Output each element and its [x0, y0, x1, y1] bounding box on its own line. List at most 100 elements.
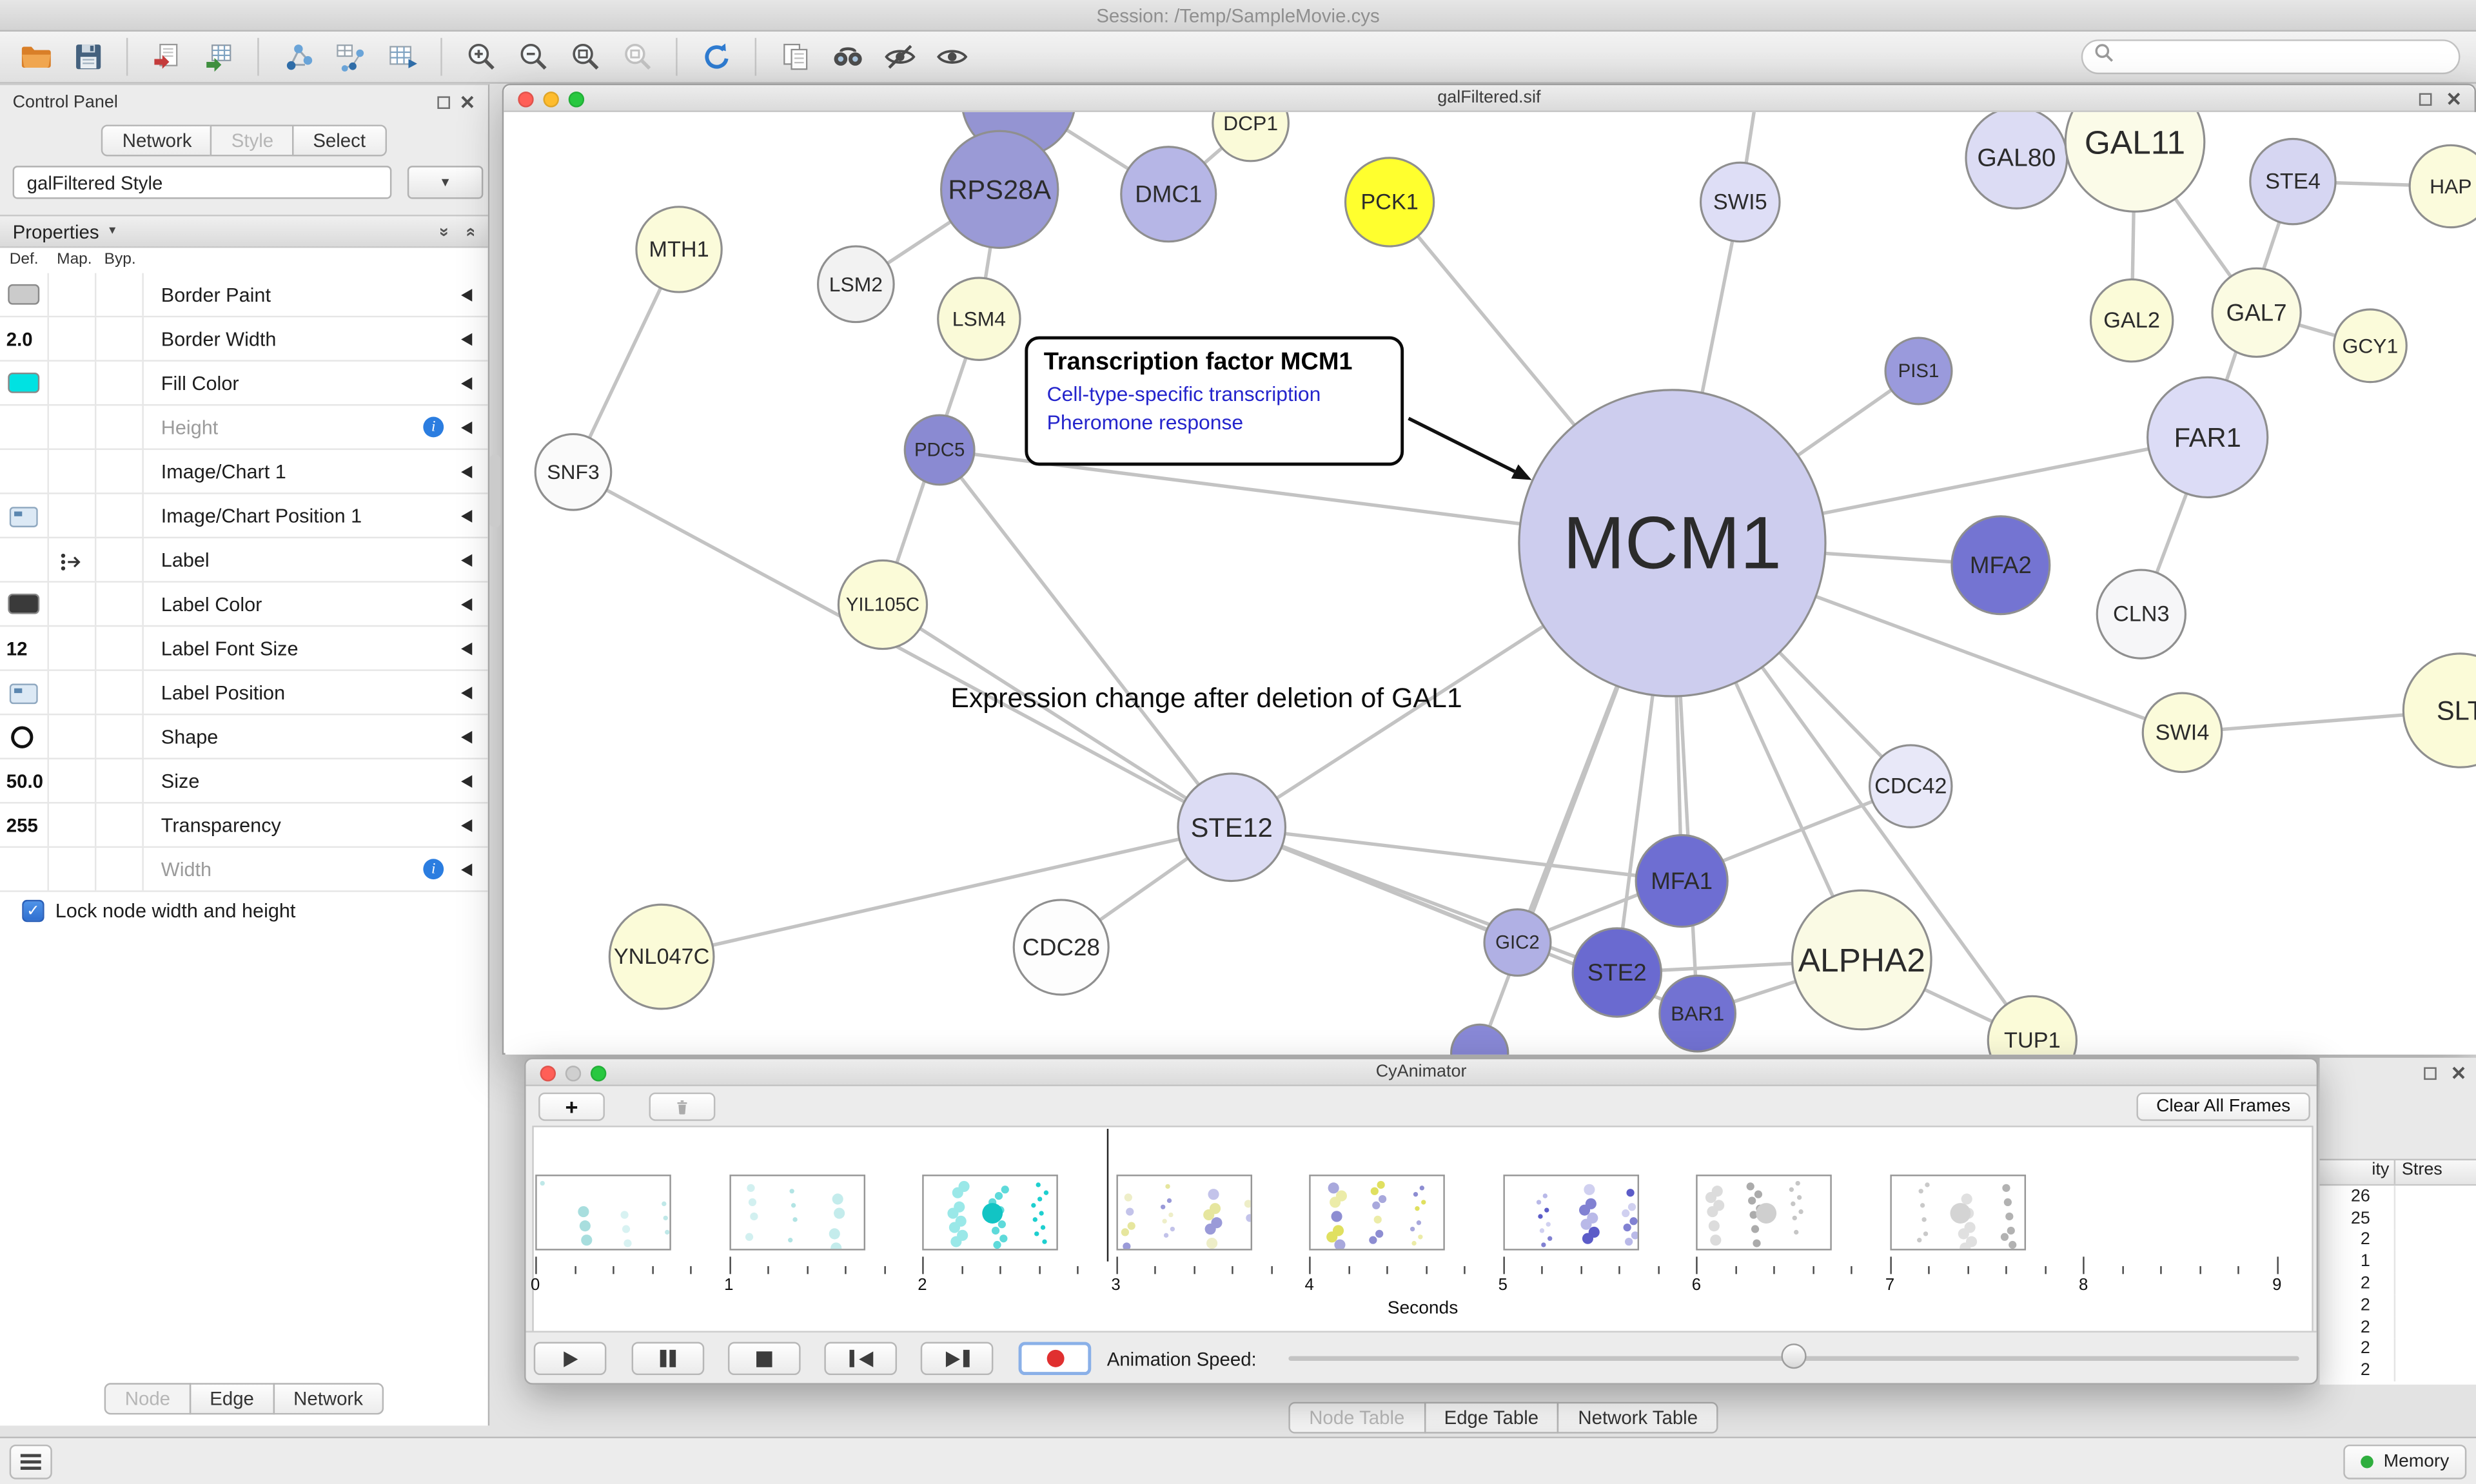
- default-value[interactable]: 255: [6, 814, 38, 837]
- node-MFA2[interactable]: [1950, 515, 2051, 616]
- edge[interactable]: [1231, 825, 1682, 883]
- node-LSM4[interactable]: [937, 277, 1021, 361]
- close-window-icon[interactable]: [540, 1064, 556, 1081]
- properties-header[interactable]: Properties ▼ » «: [0, 215, 488, 248]
- tab-network[interactable]: Network: [101, 124, 213, 157]
- style-tab-edge[interactable]: Edge: [189, 1383, 275, 1415]
- property-row-image-chart-position-1[interactable]: Image/Chart Position 1: [0, 494, 488, 539]
- panel-divider-handle[interactable]: [489, 454, 501, 527]
- node-MFA1[interactable]: [1635, 834, 1729, 928]
- panel-menu-button[interactable]: [9, 1444, 52, 1479]
- frame-thumbnail-5[interactable]: [1502, 1175, 1639, 1251]
- discrete-mapping-icon[interactable]: [59, 551, 84, 581]
- node-PDC5[interactable]: [903, 414, 976, 486]
- node-STE12[interactable]: [1177, 772, 1287, 883]
- open-session-icon[interactable]: [15, 37, 55, 77]
- new-network-icon[interactable]: [278, 37, 317, 77]
- tab-select[interactable]: Select: [292, 124, 386, 157]
- edge[interactable]: [881, 603, 1233, 829]
- expand-row-icon[interactable]: [461, 376, 473, 389]
- column-header-stress[interactable]: Stres: [2401, 1160, 2442, 1180]
- close-view-icon[interactable]: ✕: [2446, 87, 2462, 110]
- position-widget-icon[interactable]: [9, 507, 38, 535]
- expand-row-icon[interactable]: [461, 818, 473, 832]
- node-TUP1[interactable]: [1987, 995, 2078, 1055]
- frame-thumbnail-0[interactable]: [535, 1175, 671, 1251]
- style-tab-node[interactable]: Node: [104, 1383, 191, 1415]
- float-window-icon[interactable]: [2419, 92, 2432, 105]
- node-CDC42[interactable]: [1869, 744, 1953, 828]
- expand-row-icon[interactable]: [461, 774, 473, 787]
- animation-speed-slider-thumb[interactable]: [1781, 1343, 1807, 1369]
- results-row[interactable]: 2: [2320, 1294, 2476, 1316]
- node-CLN3[interactable]: [2096, 569, 2186, 659]
- info-icon[interactable]: i: [423, 859, 444, 880]
- node-DCP1[interactable]: [1212, 112, 1290, 162]
- property-row-border-paint[interactable]: Border Paint: [0, 273, 488, 318]
- frame-thumbnail-3[interactable]: [1115, 1175, 1252, 1251]
- node-STE4[interactable]: [2249, 137, 2337, 226]
- results-row[interactable]: 2: [2320, 1316, 2476, 1338]
- zoom-window-icon[interactable]: [568, 90, 585, 107]
- results-row[interactable]: 2: [2320, 1273, 2476, 1295]
- annotation-link-2[interactable]: Pheromone response: [1046, 410, 1244, 434]
- expand-row-icon[interactable]: [461, 332, 473, 346]
- lock-size-checkbox[interactable]: ✓: [22, 899, 44, 923]
- frame-thumbnail-4[interactable]: [1309, 1175, 1446, 1251]
- stop-button[interactable]: [727, 1342, 801, 1376]
- edge[interactable]: [572, 470, 1233, 829]
- node-CDC28[interactable]: [1012, 899, 1110, 996]
- network-window-titlebar[interactable]: galFiltered.sif ✕: [504, 85, 2475, 112]
- frame-thumbnail-1[interactable]: [729, 1175, 865, 1251]
- default-swatch[interactable]: [8, 284, 40, 305]
- node-partial[interactable]: [1450, 1023, 1509, 1055]
- expand-all-icon[interactable]: »: [434, 226, 453, 237]
- float-panel-icon[interactable]: [437, 95, 450, 108]
- close-panel-icon[interactable]: ✕: [2450, 1062, 2467, 1085]
- default-value[interactable]: 2.0: [6, 328, 33, 351]
- frame-thumbnail-6[interactable]: [1696, 1175, 1832, 1251]
- node-BAR1[interactable]: [1658, 974, 1737, 1053]
- search-box[interactable]: [2081, 39, 2461, 75]
- copy-icon[interactable]: [775, 37, 814, 77]
- results-row[interactable]: 25: [2320, 1207, 2476, 1229]
- property-row-image-chart-1[interactable]: Image/Chart 1: [0, 449, 488, 494]
- play-button[interactable]: [533, 1342, 607, 1376]
- property-row-label-position[interactable]: Label Position: [0, 670, 488, 716]
- apply-style-refresh-icon[interactable]: [696, 37, 736, 77]
- node-DMC1[interactable]: [1120, 146, 1217, 243]
- property-row-label[interactable]: Label: [0, 538, 488, 583]
- node-STE2[interactable]: [1571, 927, 1662, 1018]
- skip-to-start-button[interactable]: [824, 1342, 898, 1376]
- property-row-label-color[interactable]: Label Color: [0, 582, 488, 627]
- skip-to-end-button[interactable]: [920, 1342, 994, 1376]
- results-row[interactable]: 26: [2320, 1186, 2476, 1207]
- node-GAL2[interactable]: [2089, 278, 2174, 363]
- node-YNL047C[interactable]: [608, 903, 715, 1010]
- property-row-fill-color[interactable]: Fill Color: [0, 361, 488, 406]
- search-input[interactable]: [2122, 46, 2448, 68]
- node-GAL11[interactable]: [2064, 112, 2206, 213]
- node-YIL105C[interactable]: [837, 559, 928, 650]
- close-window-icon[interactable]: [518, 90, 534, 107]
- zoom-fit-content-icon[interactable]: [565, 37, 605, 77]
- node-RPS28A[interactable]: [940, 130, 1059, 249]
- annotation-link-1[interactable]: Cell-type-specific transcription: [1046, 382, 1321, 406]
- expand-row-icon[interactable]: [461, 730, 473, 743]
- tab-style[interactable]: Style: [210, 124, 294, 157]
- node-MTH1[interactable]: [635, 206, 723, 293]
- expand-row-icon[interactable]: [461, 288, 473, 301]
- node-GAL7[interactable]: [2211, 267, 2302, 358]
- zoom-in-icon[interactable]: [461, 37, 500, 77]
- frame-thumbnail-2[interactable]: [922, 1175, 1059, 1251]
- hide-selected-icon[interactable]: [879, 37, 919, 77]
- default-swatch[interactable]: [8, 372, 40, 393]
- frame-thumbnail-7[interactable]: [1890, 1175, 2026, 1251]
- edge[interactable]: [661, 825, 1232, 959]
- edge[interactable]: [938, 449, 1233, 828]
- results-row[interactable]: 1: [2320, 1251, 2476, 1273]
- annotation-box[interactable]: Transcription factor MCM1 Cell-type-spec…: [1025, 336, 1404, 466]
